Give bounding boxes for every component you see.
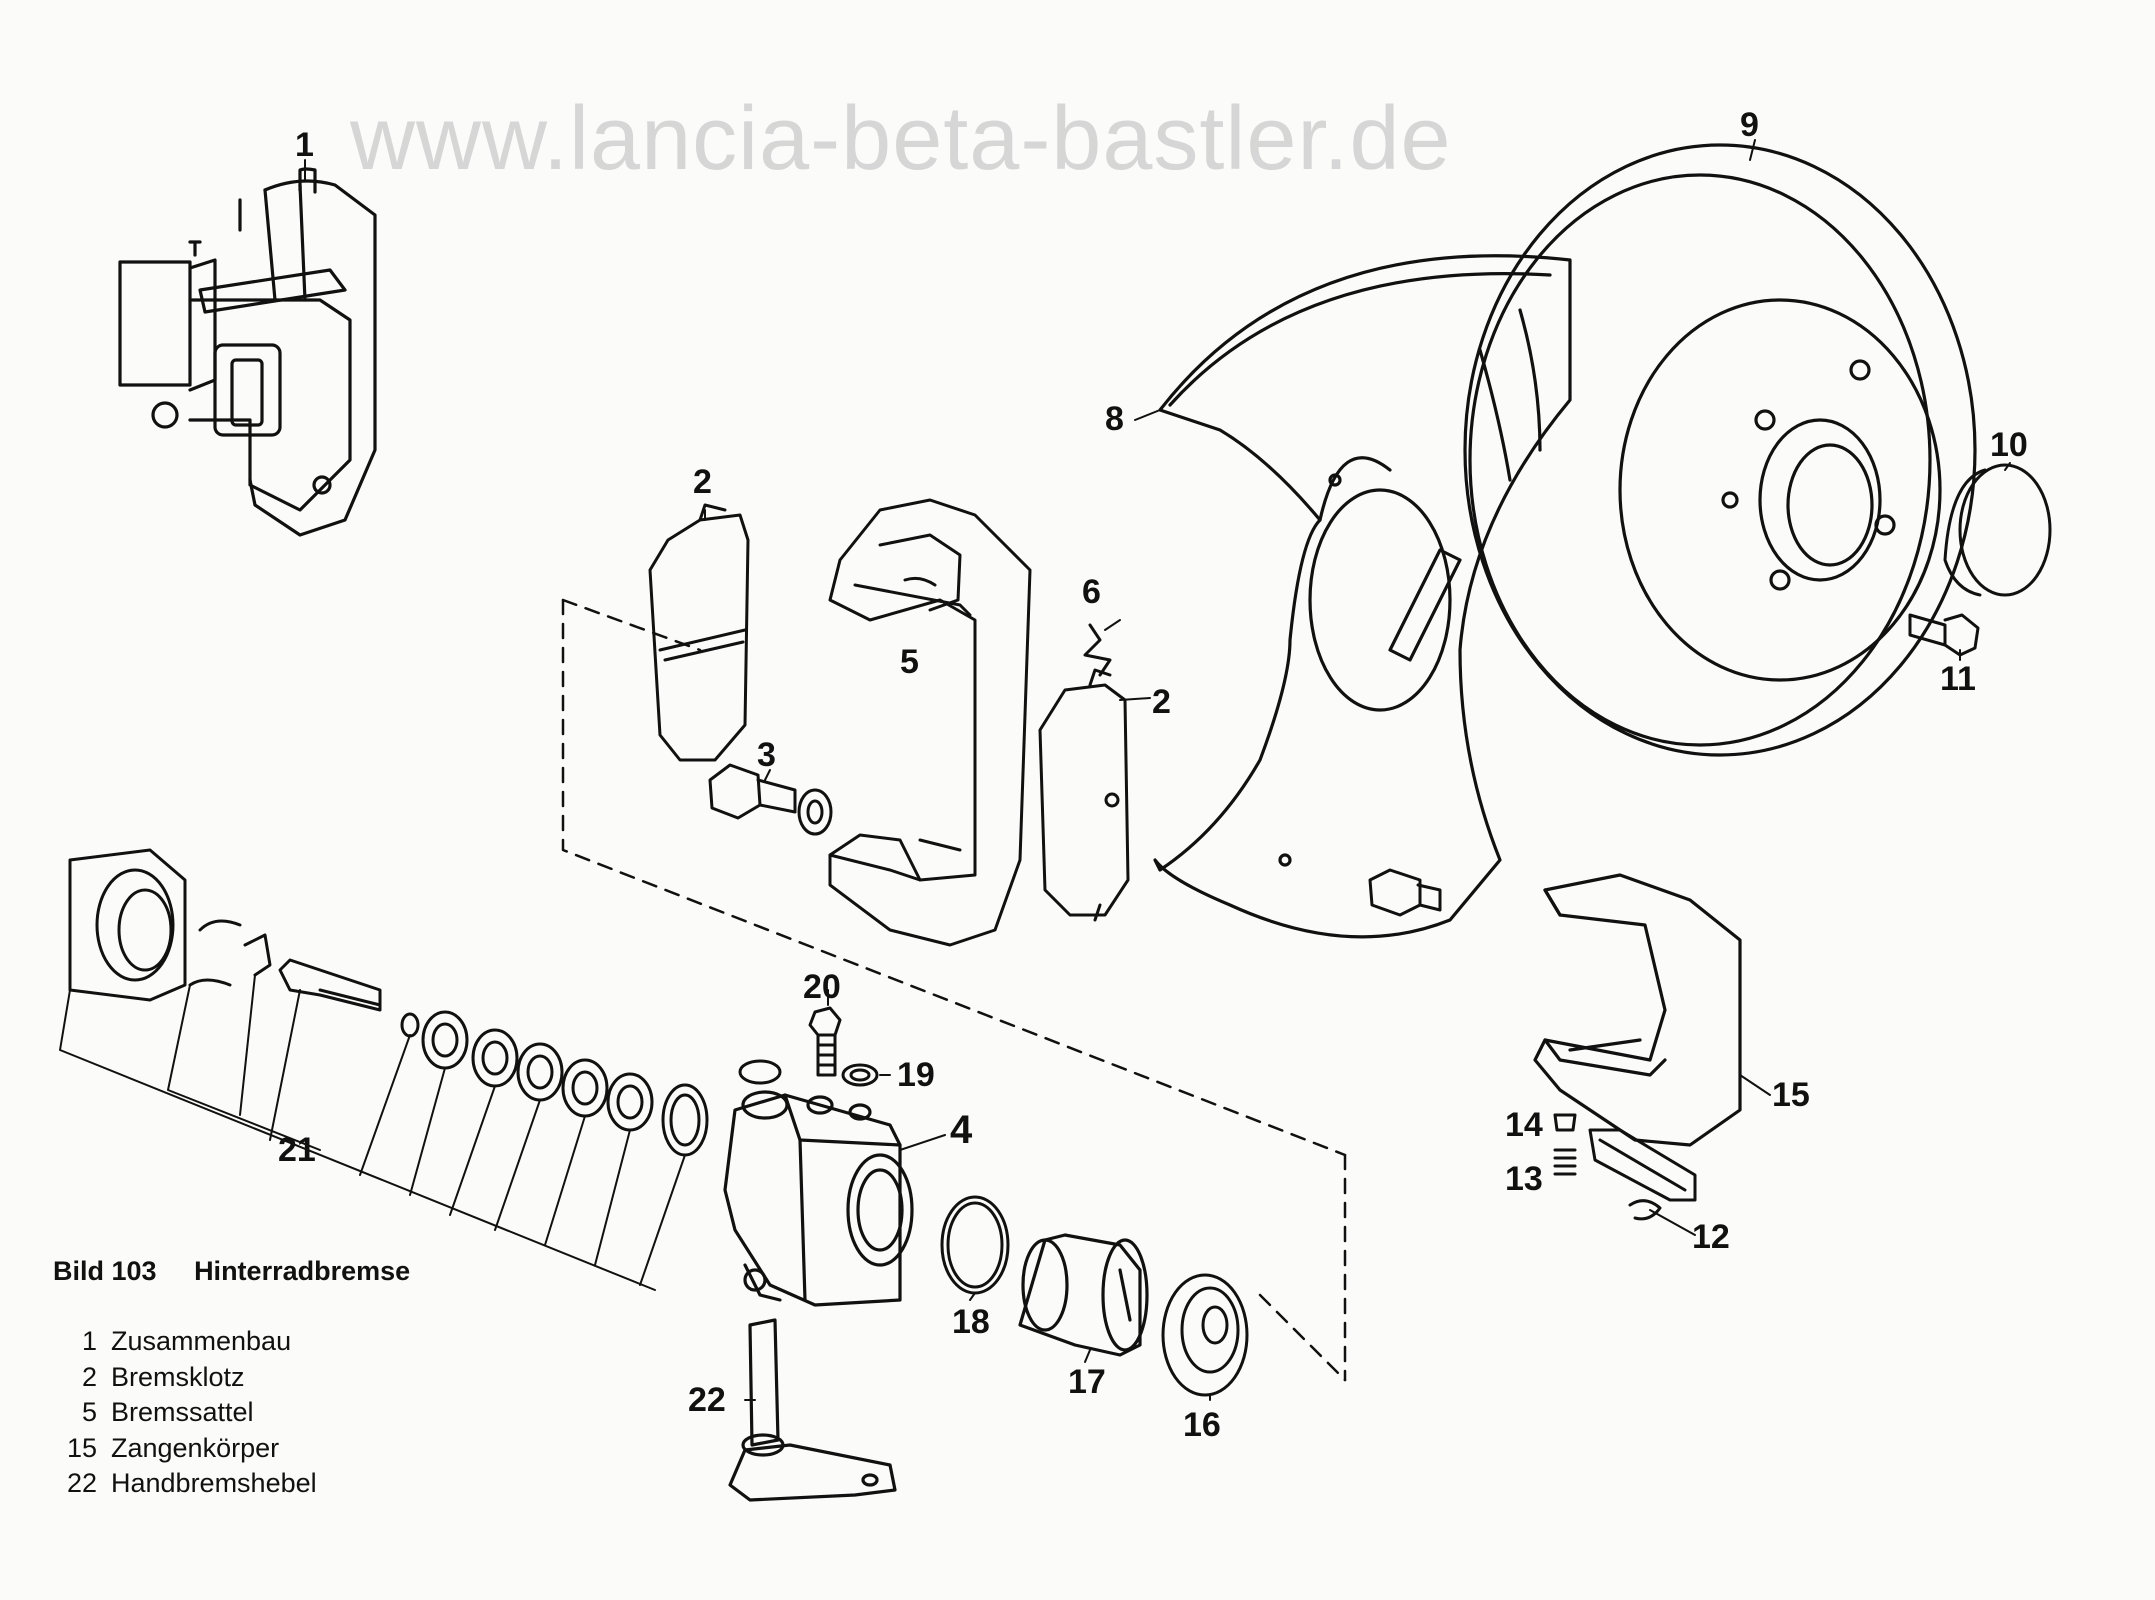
part-label-20: 20 [803,968,841,1006]
part-label-1: 1 [295,126,314,164]
part-label-19: 19 [897,1056,935,1094]
part-label-8: 8 [1105,400,1124,438]
piston-part [1018,1233,1149,1357]
part-label-21: 21 [278,1131,316,1169]
legend-text: Bremsklotz [111,1361,245,1392]
part-label-22: 22 [688,1381,726,1419]
spring-and-pin-part [1553,1113,1577,1176]
splash-shield-part [1153,254,1572,939]
caliper-body-part [1533,873,1742,1147]
legend-row: 5 Bremssattel [53,1395,317,1431]
clip-spring-part [1083,623,1112,677]
legend-text: Bremssattel [111,1397,254,1427]
legend-text: Handbremshebel [111,1468,317,1498]
brake-caliper-part [828,498,1032,947]
o-ring-part [940,1195,1010,1295]
dust-boot-part [1161,1273,1249,1397]
part-label-18: 18 [952,1303,990,1341]
legend-number: 15 [66,1432,97,1463]
legend-number: 2 [81,1361,97,1392]
part-label-16: 16 [1183,1406,1221,1444]
part-label-13: 13 [1505,1160,1543,1198]
part-label-2-left: 2 [693,463,712,501]
part-label-6: 6 [1082,573,1101,611]
label-leader-lines [304,139,2011,1401]
part-label-3: 3 [757,736,776,774]
legend-text: Zangenkörper [111,1432,280,1463]
retaining-plate-part [1588,1128,1697,1221]
legend-text: Zusammenbau [111,1326,292,1356]
shield-bolt-part [1368,868,1442,917]
figure-number: Bild 103 [53,1256,157,1286]
kit-leader-lines [59,974,686,1291]
bleed-screw-part [808,1006,842,1077]
wheel-bolt-part [1908,613,1980,657]
legend-row: 15 Zangenkörper [53,1431,317,1467]
bolt-and-washer-part [708,763,833,836]
part-label-4: 4 [950,1108,973,1152]
legend-number: 5 [81,1397,97,1427]
assembly-dashed-lines [561,598,1347,1382]
parts-legend: 1 Zusammenbau 2 Bremsklotz 5 Bremssattel 15… [53,1324,317,1502]
watermark: www.lancia-beta-bastler.de [350,89,1452,189]
part-label-2-right: 2 [1152,683,1171,721]
part-label-5: 5 [900,643,919,681]
legend-row: 22 Handbremshebel [53,1466,317,1502]
part-label-11: 11 [1940,660,1976,698]
handbrake-lever-part [728,1318,897,1502]
caliper-assembly-part [118,167,377,537]
dust-cap-part [1943,463,2052,597]
part-label-17: 17 [1068,1363,1106,1401]
part-label-14: 14 [1505,1106,1543,1144]
part-label-10: 10 [1990,426,2028,464]
brake-pad-right-part [1038,668,1130,922]
seal-small-part [738,1059,879,1087]
part-label-15: 15 [1772,1076,1810,1114]
figure-caption: Bild 103 Hinterradbremse [53,1256,410,1287]
legend-row: 2 Bremsklotz [53,1360,317,1396]
wheel-cylinder-housing-part [723,1090,914,1307]
legend-row: 1 Zusammenbau [53,1324,317,1360]
brake-disc-part [1463,143,1977,757]
brake-pad-left-part [648,503,750,762]
internal-kit-part [68,848,709,1157]
legend-number: 1 [81,1326,97,1356]
figure-title: Hinterradbremse [194,1256,411,1286]
part-label-9: 9 [1740,106,1759,144]
part-label-12: 12 [1692,1218,1730,1256]
legend-number: 22 [66,1468,97,1498]
